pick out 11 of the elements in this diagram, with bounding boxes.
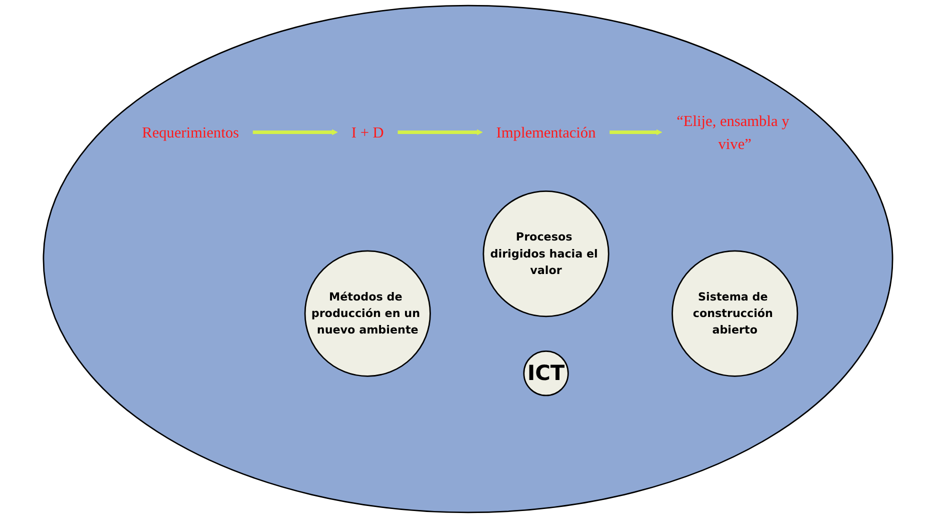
node-text: “Elije, ensambla y vive” bbox=[676, 112, 790, 152]
arrow bbox=[610, 129, 662, 136]
arrow bbox=[398, 129, 483, 136]
node-circle: Métodos de producción en un nuevo ambiente bbox=[304, 250, 431, 377]
node-text: Requerimientos bbox=[142, 124, 239, 141]
node-text: I + D bbox=[351, 124, 384, 141]
node-text: Implementación bbox=[496, 124, 596, 141]
node-circle: Sistema de construcción abierto bbox=[672, 250, 798, 377]
node-circle: ICT bbox=[523, 350, 569, 396]
arrow bbox=[252, 129, 338, 136]
node-circle: Procesos dirigidos hacia el valor bbox=[482, 190, 610, 318]
